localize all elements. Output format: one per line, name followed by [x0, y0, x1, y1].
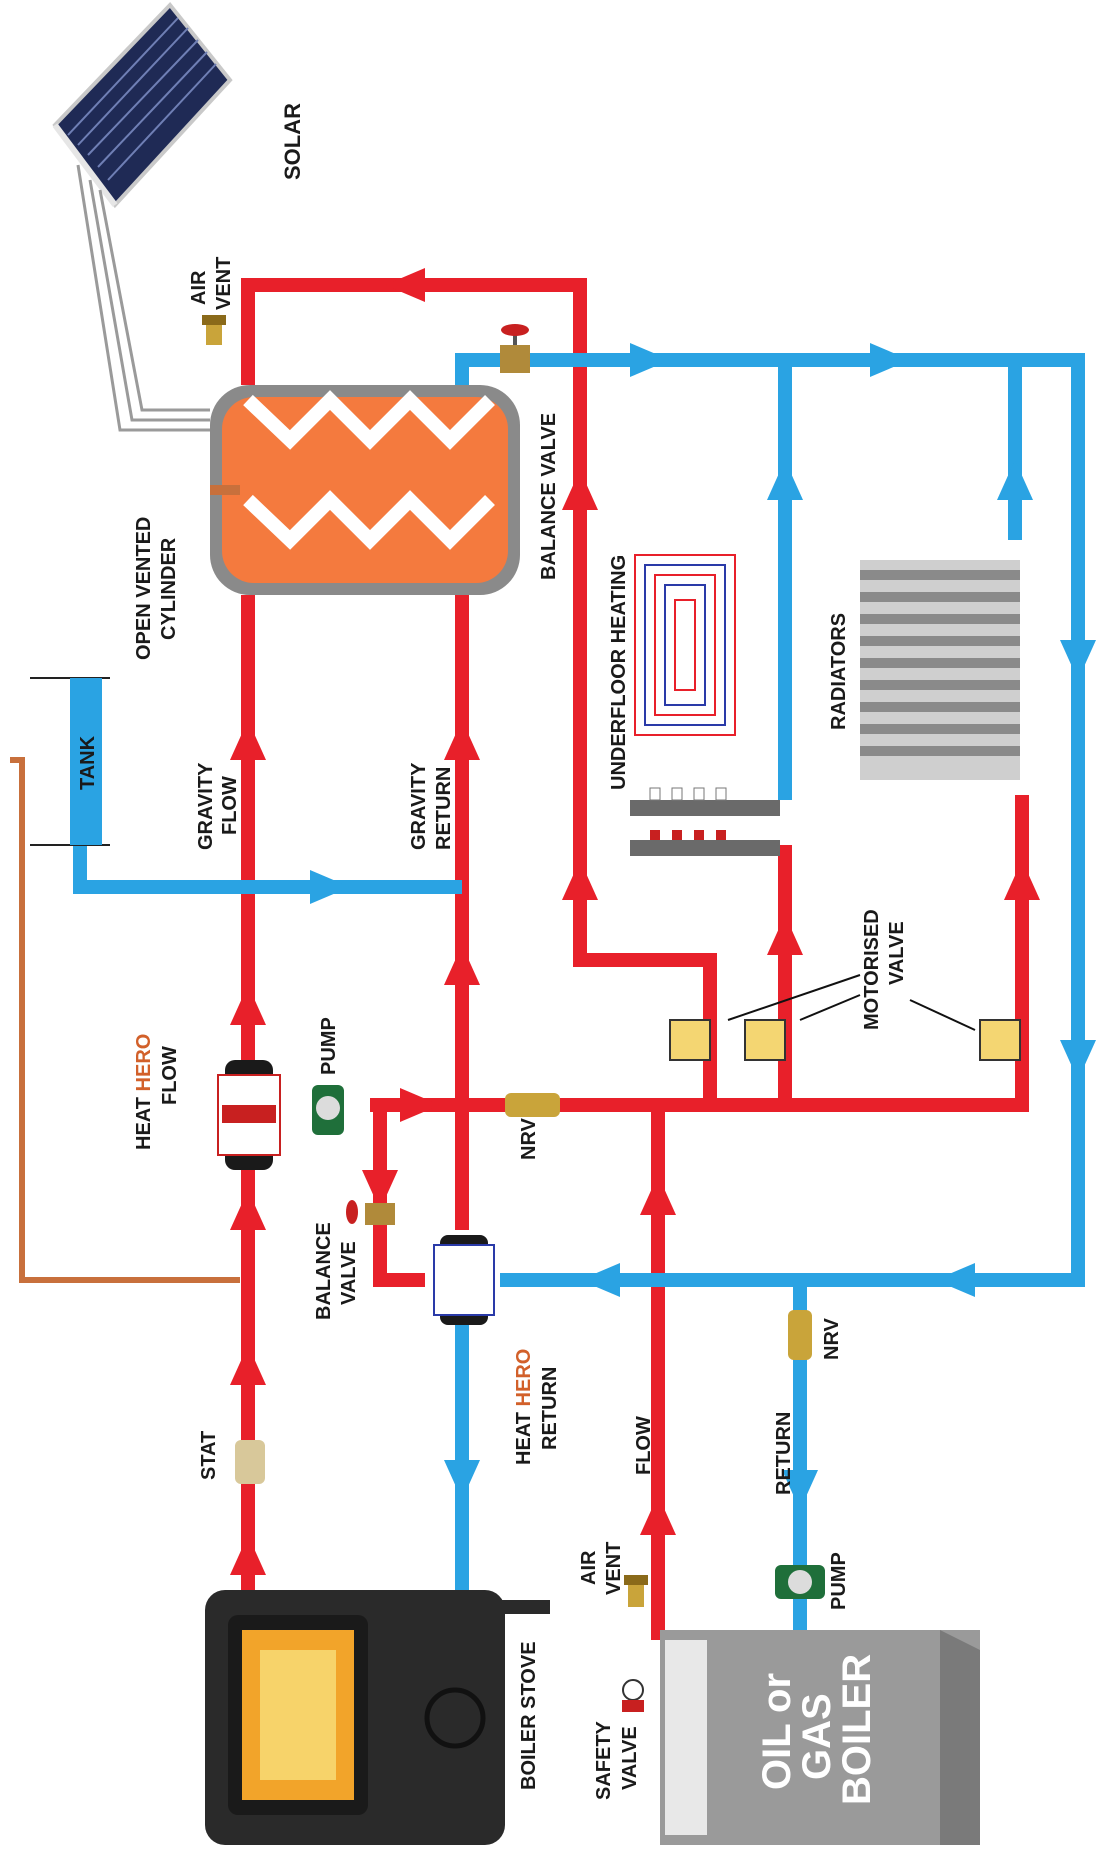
pump-top-label: PUMP: [318, 1017, 340, 1075]
tank-icon: [30, 677, 110, 846]
svg-text:OIL or: OIL or: [755, 1673, 799, 1790]
air-vent-icon: [202, 315, 226, 345]
balance-valve-icon: [500, 324, 530, 373]
air-vent-bottom-label: AIR VENT: [578, 1542, 625, 1595]
svg-text:GAS: GAS: [795, 1693, 839, 1780]
svg-text:HEAT HERO: HEAT HERO: [133, 1034, 155, 1150]
svg-text:VENT: VENT: [603, 1542, 625, 1595]
flow-label: FLOW: [633, 1416, 655, 1475]
heat-hero-return-icon: [433, 1235, 495, 1325]
nrv-right-label: NRV: [821, 1317, 843, 1360]
stat-label: STAT: [198, 1431, 220, 1480]
svg-text:CYLINDER: CYLINDER: [158, 537, 180, 640]
balance-valve-lower-icon: [346, 1200, 395, 1225]
svg-text:VENT: VENT: [213, 257, 235, 310]
svg-text:RETURN: RETURN: [433, 767, 455, 850]
svg-text:VALVE: VALVE: [338, 1241, 360, 1305]
air-vent-bottom-icon: [624, 1575, 648, 1607]
boiler-label: OIL or GAS BOILER: [755, 1654, 879, 1805]
radiators-label: RADIATORS: [828, 613, 850, 730]
stove-icon: [205, 1590, 550, 1845]
safety-valve-icon: [622, 1679, 644, 1712]
svg-text:GRAVITY: GRAVITY: [408, 762, 430, 850]
svg-text:RETURN: RETURN: [539, 1367, 561, 1450]
svg-text:FLOW: FLOW: [219, 776, 241, 835]
return-label: RETURN: [773, 1412, 795, 1495]
svg-text:MOTORISED: MOTORISED: [861, 909, 883, 1030]
underfloor-heating-label: UNDERFLOOR HEATING: [608, 555, 630, 790]
solar-label: SOLAR: [280, 103, 305, 180]
svg-text:AIR: AIR: [188, 270, 210, 305]
svg-text:VALVE: VALVE: [619, 1726, 641, 1790]
stat-icon: [235, 1440, 265, 1484]
svg-text:SAFETY: SAFETY: [593, 1720, 615, 1800]
radiator-icon: [860, 560, 1020, 780]
motorised-valve-label: MOTORISED VALVE: [861, 909, 908, 1030]
flow-arrows: [230, 268, 1040, 1575]
heat-hero-flow-label: HEAT HERO FLOW: [133, 1034, 181, 1150]
balance-valve-lower-label: BALANCE VALVE: [313, 1222, 360, 1320]
cylinder-label: OPEN VENTED CYLINDER: [133, 517, 180, 660]
svg-text:HEAT HERO: HEAT HERO: [513, 1349, 535, 1465]
svg-text:AIR: AIR: [578, 1550, 600, 1585]
return-arrows: [310, 343, 1096, 1510]
air-vent-top-label: AIR VENT: [188, 257, 235, 310]
nrv-right-icon: [788, 1310, 812, 1360]
svg-text:BOILER: BOILER: [835, 1654, 879, 1805]
tank-label: TANK: [77, 735, 99, 790]
svg-text:VALVE: VALVE: [886, 921, 908, 985]
motorised-valve-icon: [669, 1019, 1021, 1061]
nrv-icon: [505, 1093, 560, 1117]
manifold-icon: [630, 787, 780, 856]
svg-text:BALANCE: BALANCE: [313, 1222, 335, 1320]
boiler-icon: [660, 1630, 980, 1845]
pump-icon: [312, 1085, 344, 1135]
nrv-top-label: NRV: [518, 1117, 540, 1160]
copper-pipe: [10, 757, 240, 1283]
gravity-return-label: GRAVITY RETURN: [408, 762, 455, 850]
pump-bottom-icon: [775, 1565, 825, 1599]
svg-text:GRAVITY: GRAVITY: [195, 762, 217, 850]
svg-text:OPEN VENTED: OPEN VENTED: [133, 517, 155, 660]
cylinder-icon: [210, 385, 520, 595]
solar-panel-icon: [52, 1, 233, 432]
motorised-valve-pointers: [727, 974, 976, 1031]
safety-valve-label: SAFETY VALVE: [593, 1720, 641, 1800]
balance-valve-top-label: BALANCE VALVE: [538, 413, 560, 580]
pump-bottom-label: PUMP: [828, 1552, 850, 1610]
heat-hero-return-label: HEAT HERO RETURN: [513, 1349, 561, 1465]
boiler-stove-label: BOILER STOVE: [518, 1641, 540, 1790]
gravity-flow-label: GRAVITY FLOW: [195, 762, 241, 850]
underfloor-heating-icon: [634, 554, 736, 736]
svg-text:FLOW: FLOW: [159, 1046, 181, 1105]
heat-hero-icon: [217, 1060, 281, 1170]
return-pipes: [73, 353, 1085, 1640]
